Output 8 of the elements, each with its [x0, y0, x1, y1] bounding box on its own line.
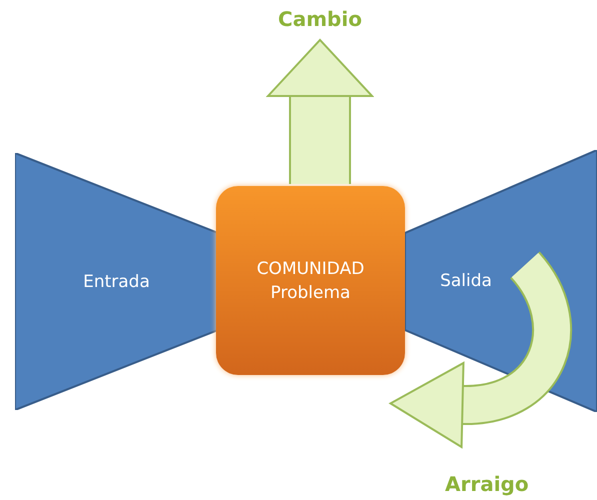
- node-label: Entrada: [83, 270, 150, 294]
- node-label: Problema: [270, 282, 350, 304]
- node-label: COMUNIDAD: [256, 258, 364, 280]
- trapezoid-shape: [405, 150, 597, 412]
- process-box: [216, 186, 405, 375]
- target-label: Cambio: [278, 7, 362, 31]
- trapezoid-shape: [15, 153, 218, 410]
- node-label: Salida: [440, 270, 492, 293]
